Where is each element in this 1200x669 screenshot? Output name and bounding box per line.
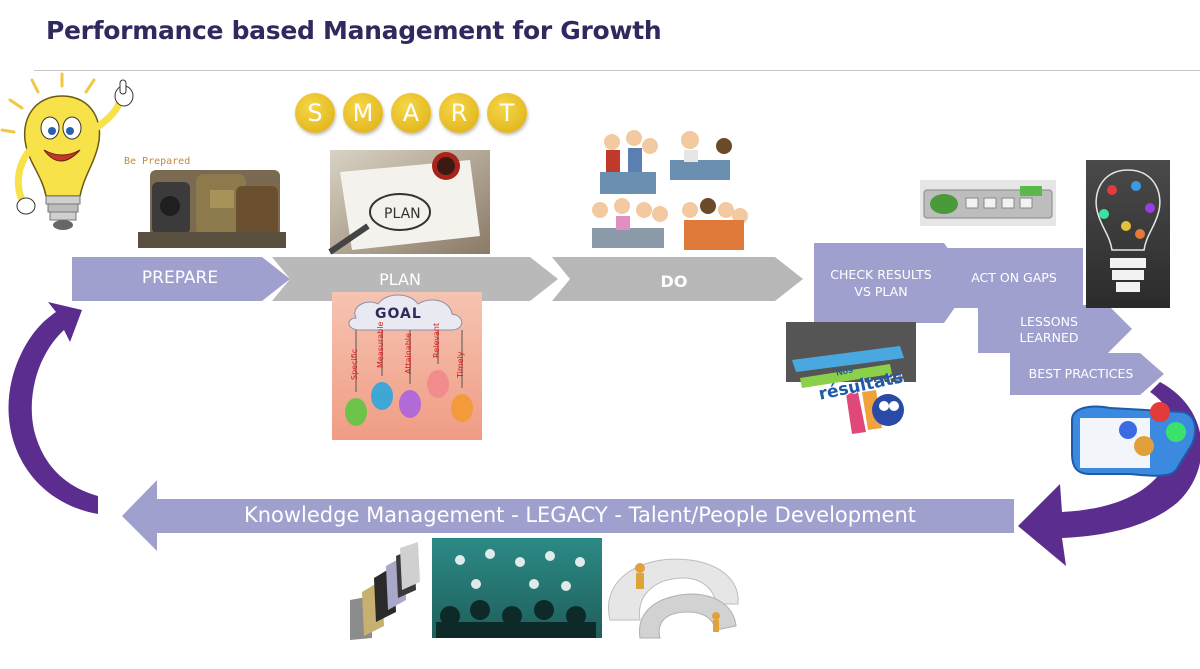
svg-text:PLAN: PLAN: [384, 206, 421, 222]
stage-act-on-gaps-label: ACT ON GAPS: [971, 270, 1057, 285]
smart-letter-r: R: [439, 93, 479, 133]
stage-plan-label: PLAN: [379, 270, 421, 289]
step-act-on-gaps: [944, 248, 1083, 308]
lightbulb-mascot-icon: [0, 72, 134, 230]
legacy-arrow-label: Knowledge Management - LEGACY - Talent/P…: [243, 503, 917, 527]
bottom-legacy-arrow: [122, 480, 1014, 551]
be-prepared-caption: Be Prepared: [124, 156, 191, 167]
title-divider: [34, 70, 1200, 71]
smart-letter-m: M: [343, 93, 383, 133]
step-best-practices: [1010, 353, 1164, 395]
goal-attr-timely: Timely: [456, 351, 465, 378]
goal-lightbulbs-image: [332, 292, 482, 440]
lavender-step-prepare: [72, 257, 290, 301]
goal-attr-attainable: Attainable: [404, 333, 413, 374]
stage-do-label: DO: [660, 272, 688, 291]
network-lightbulb-image: [1086, 160, 1170, 308]
stage-lessons-learned-label: LESSONS LEARNED: [1019, 314, 1079, 345]
right-return-arrow: [1018, 382, 1200, 566]
smart-letter-a: A: [391, 93, 431, 133]
team-working-cartoon-image: [592, 130, 748, 250]
page-title: Performance based Management for Growth: [46, 16, 662, 45]
goal-title: GOAL: [375, 306, 422, 322]
left-return-arrow: [8, 302, 98, 514]
goal-attr-relevant: Relevant: [432, 322, 441, 358]
knowledge-network-image: [432, 538, 602, 638]
gray-step-plan: [272, 257, 558, 301]
smart-letter-s: S: [295, 93, 335, 133]
goal-attr-specific: Specific: [350, 348, 359, 380]
stage-best-practices-label: BEST PRACTICES: [1028, 366, 1134, 381]
staircase-image: [608, 558, 739, 639]
books-stack-image: [350, 542, 420, 640]
step-check-results: [814, 243, 972, 323]
results-image: [786, 322, 916, 434]
be-prepared-gear-image: [138, 170, 286, 248]
gray-step-do: [552, 257, 803, 301]
goal-attr-measurable: Measurable: [376, 321, 385, 368]
spirit-level-image: [920, 180, 1056, 226]
plan-notebook-photo: PLAN: [328, 150, 490, 255]
stage-check-results-label: CHECK RESULTS VS PLAN: [830, 267, 932, 299]
communication-apps-image: [1071, 402, 1197, 477]
smart-letter-t: T: [487, 93, 527, 133]
stage-prepare-label: PREPARE: [141, 268, 219, 288]
step-lessons-learned: [978, 305, 1132, 353]
